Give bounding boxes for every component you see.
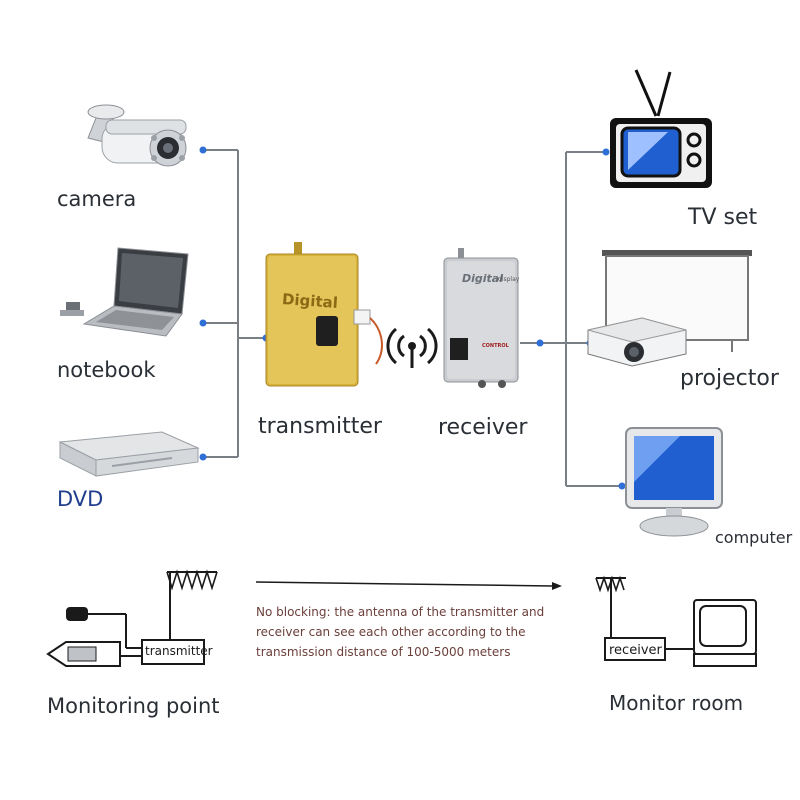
- dvd-player-icon: [58, 431, 200, 477]
- transmitter-antenna-icon: [166, 569, 218, 624]
- monitor-room-caption: Monitor room: [609, 691, 744, 715]
- camera-port-dot: [199, 146, 207, 154]
- receiver-face-text: Digital: [462, 272, 503, 285]
- note-line-1: No blocking: the antenna of the transmit…: [256, 605, 545, 619]
- tx-box-label: transmitter: [145, 644, 213, 658]
- tv-port-dot: [602, 148, 610, 156]
- note-line-3: transmission distance of 100-5000 meters: [256, 645, 511, 659]
- receiver-control-text: CONTROL: [482, 343, 509, 349]
- rx-box-label: receiver: [609, 643, 662, 658]
- transmitter-device-icon: [265, 242, 383, 387]
- notebook-label: notebook: [57, 358, 156, 382]
- receiver-label: receiver: [438, 415, 528, 440]
- signal-arrow: [255, 581, 553, 587]
- camera-label: camera: [57, 187, 137, 211]
- monitoring-point-caption: Monitoring point: [47, 694, 220, 718]
- dvd-label: DVD: [57, 487, 104, 511]
- receiver-port-dot: [536, 339, 544, 347]
- computer-monitor-icon: [625, 427, 723, 537]
- camera-icon: [87, 104, 187, 167]
- projector-label: projector: [680, 366, 779, 391]
- notebook-port-dot: [199, 319, 207, 327]
- small-tv-monitor-icon: [693, 599, 757, 667]
- computer-label: computer: [715, 528, 793, 547]
- transmitter-face-text: Digital: [281, 290, 339, 312]
- projector-icon: [587, 250, 752, 367]
- computer-port-dot: [618, 482, 626, 490]
- small-camera-icon: [66, 607, 142, 649]
- transmitter-label: transmitter: [258, 414, 382, 439]
- bottom-schematic: [46, 569, 757, 667]
- dvd-port-dot: [199, 453, 207, 461]
- receiver-device-icon: [443, 248, 519, 388]
- receiver-face-subtext: display: [498, 276, 520, 283]
- tx-box-frame: [141, 639, 205, 665]
- wireless-signal-icon: [386, 327, 438, 368]
- receiver-antenna-icon: [595, 575, 626, 638]
- small-monitor-camera-icon: [46, 641, 142, 667]
- note-line-2: receiver can see each other according to…: [256, 625, 526, 639]
- tv-set-icon: [610, 69, 712, 188]
- notebook-icon: [60, 247, 189, 337]
- tv-set-label: TV set: [688, 205, 758, 230]
